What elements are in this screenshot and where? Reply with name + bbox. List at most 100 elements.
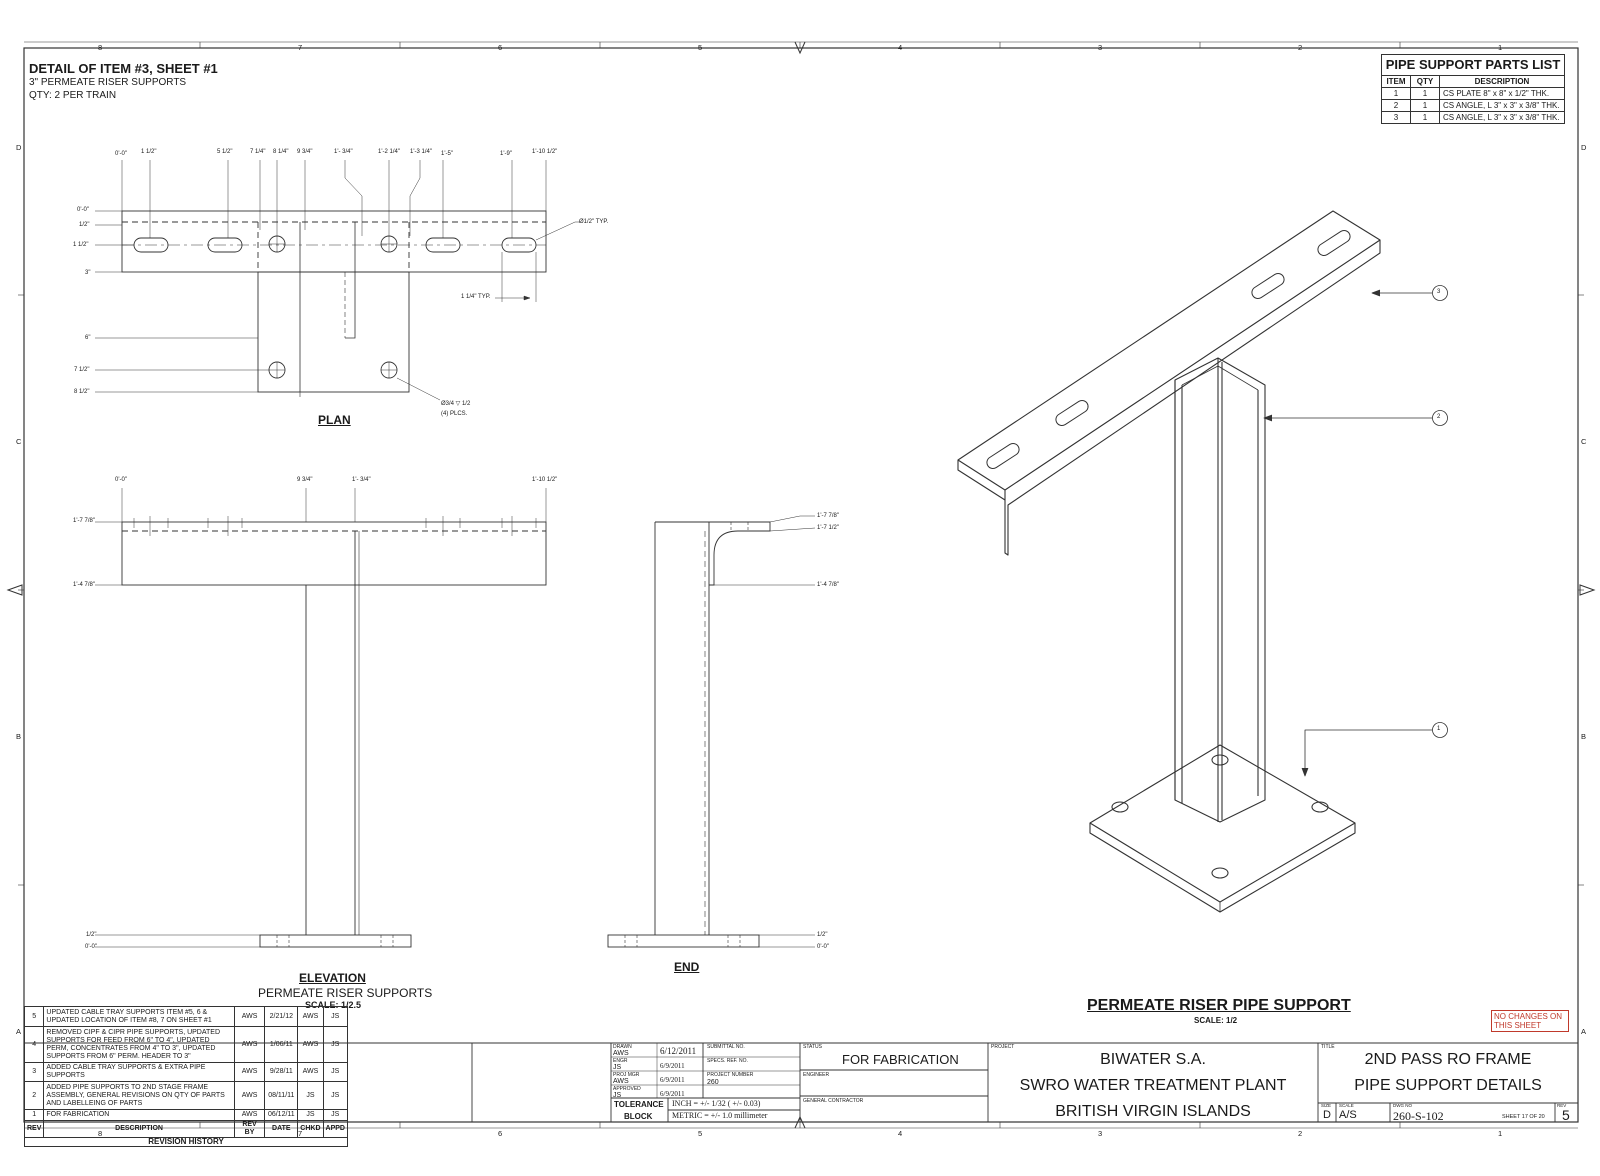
rev-date: 1/06/11: [264, 1026, 299, 1063]
plan-dim-top: 9 3/4": [297, 149, 313, 155]
detail-quantity: QTY: 2 PER TRAIN: [29, 90, 117, 101]
plan-dim-top: 1'-2 1/4": [378, 149, 400, 155]
table-row: 4 REMOVED CIPF & CIPR PIPE SUPPORTS, UPD…: [23, 1026, 349, 1063]
border-number: 1: [1498, 1129, 1503, 1138]
rev-header: REV BY: [233, 1120, 266, 1138]
table-row: 2 1 CS ANGLE, L 3" x 3" x 3/8" THK.: [1381, 99, 1565, 112]
parts-header-qty: QTY: [1410, 75, 1440, 88]
table-row: 3 1 CS ANGLE, L 3" x 3" x 3/8" THK.: [1381, 111, 1565, 124]
rev-approved: JS: [322, 1026, 349, 1063]
slot-length-note: 1 1/4" TYP.: [461, 294, 491, 300]
end-dim-right: 1'-7 1/2": [817, 525, 839, 531]
rev-approved: JS: [322, 1006, 349, 1027]
size-label: SIZE: [1321, 1103, 1332, 1108]
end-dim-right: 0'-0": [817, 944, 829, 950]
plan-dim-left: 3": [85, 270, 91, 276]
plan-dim-top: 1'-10 1/2": [532, 149, 558, 155]
parts-list-table: PIPE SUPPORT PARTS LIST ITEM QTY DESCRIP…: [1381, 54, 1565, 124]
revision-history-label: REVISION HISTORY: [24, 1137, 348, 1147]
size-value: D: [1323, 1109, 1331, 1121]
rev-header: APPD: [322, 1120, 349, 1138]
part-qty: 1: [1410, 87, 1440, 100]
elevation-scale: SCALE: 1/2.5: [305, 1000, 362, 1010]
border-letter: A: [1581, 1027, 1587, 1036]
elevation-subtitle: PERMEATE RISER SUPPORTS: [258, 986, 433, 1000]
plan-dim-top: 1'-5": [441, 151, 453, 157]
parts-header-item: ITEM: [1381, 75, 1411, 88]
elev-dim-top: 1'-10 1/2": [532, 477, 558, 483]
tolerance-metric: METRIC = +/- 1.0 millimeter: [672, 1111, 768, 1120]
part-description: CS ANGLE, L 3" x 3" x 3/8" THK.: [1439, 99, 1565, 112]
engr-by: JS: [613, 1064, 622, 1071]
revision-history-table: 5 UPDATED CABLE TRAY SUPPORTS ITEM #5, 6…: [23, 1006, 349, 1147]
rev-description: FOR FABRICATION: [43, 1109, 235, 1121]
rev-by: AWS: [233, 1026, 266, 1063]
approved-label: APPROVED: [613, 1086, 641, 1092]
plan-dim-top: 5 1/2": [217, 149, 233, 155]
border-number: 6: [498, 1129, 503, 1138]
part-qty: 1: [1410, 99, 1440, 112]
rev-checked: JS: [297, 1081, 324, 1110]
part-description: CS ANGLE, L 3" x 3" x 3/8" THK.: [1439, 111, 1565, 124]
project-label: PROJECT: [991, 1044, 1015, 1050]
plan-dim-top: 0'-0": [115, 151, 127, 157]
drawing-title-line2: PIPE SUPPORT DETAILS: [1354, 1077, 1542, 1094]
border-number: 4: [898, 1129, 903, 1138]
end-dim-right: 1'-7 7/8": [817, 513, 839, 519]
dwg-no-label: DWG NO: [1393, 1103, 1412, 1108]
rev-header: REV: [23, 1120, 45, 1138]
plan-dim-top: 7 1/4": [250, 149, 266, 155]
part-description: CS PLATE 8" x 8" x 1/2" THK.: [1439, 87, 1565, 100]
rev-by: AWS: [233, 1109, 266, 1121]
parts-header-description: DESCRIPTION: [1439, 75, 1565, 88]
projmgr-by: AWS: [613, 1078, 629, 1085]
submittal-label: SUBMITTAL NO.: [707, 1044, 745, 1050]
rev-date: 06/12/11: [264, 1109, 299, 1121]
table-row: 5 UPDATED CABLE TRAY SUPPORTS ITEM #5, 6…: [23, 1006, 349, 1027]
rev-checked: AWS: [297, 1006, 324, 1027]
engr-label: ENGR: [613, 1058, 628, 1064]
border-number: 2: [1298, 43, 1303, 52]
border-letter: B: [1581, 732, 1587, 741]
drawing-title-line1: 2ND PASS RO FRAME: [1364, 1051, 1532, 1068]
rev-description: UPDATED CABLE TRAY SUPPORTS ITEM #5, 6 &…: [43, 1006, 235, 1027]
border-number: 1: [1498, 43, 1503, 52]
border-number: 5: [698, 43, 703, 52]
iso-view-scale: SCALE: 1/2: [1194, 1016, 1238, 1025]
border-letter: C: [16, 437, 22, 446]
border-number: 8: [98, 43, 103, 52]
scale-value: A/S: [1339, 1109, 1357, 1121]
projmgr-label: PROJ MGR: [613, 1072, 640, 1078]
engineer-label: ENGINEER: [803, 1072, 830, 1078]
border-letter: A: [16, 1027, 22, 1036]
rev-checked: JS: [297, 1109, 324, 1121]
table-row: 2 ADDED PIPE SUPPORTS TO 2ND STAGE FRAME…: [23, 1081, 349, 1110]
elev-dim-top: 9 3/4": [297, 477, 313, 483]
rev-value: 5: [1562, 1107, 1570, 1123]
plan-dim-left: 7 1/2": [74, 367, 90, 373]
revision-header-row: REV DESCRIPTION REV BY DATE CHKD APPD: [23, 1120, 349, 1138]
elev-dim-top: 0'-0": [115, 477, 127, 483]
plan-dim-top: 1'-3 1/4": [410, 149, 432, 155]
approved-date: 6/9/2011: [660, 1090, 685, 1098]
end-dim-right: 1'-4 7/8": [817, 582, 839, 588]
drawn-label: DRAWN: [613, 1044, 632, 1050]
rev-by: AWS: [233, 1006, 266, 1027]
border-letter: D: [16, 143, 22, 152]
rev-number: 3: [23, 1062, 45, 1082]
part-qty: 1: [1410, 111, 1440, 124]
rev-date: 9/28/11: [264, 1062, 299, 1082]
plan-dim-left: 0'-0": [77, 207, 89, 213]
balloon-label: 1: [1437, 726, 1441, 732]
elev-dim-left: 0'-0": [85, 944, 97, 950]
tolerance-block-label: BLOCK: [624, 1112, 653, 1121]
border-number: 5: [698, 1129, 703, 1138]
tolerance-label: TOLERANCE: [614, 1100, 664, 1109]
sheet-number: SHEET 17 OF 20: [1502, 1114, 1545, 1120]
rev-approved: JS: [322, 1062, 349, 1082]
plan-dim-left: 8 1/2": [74, 389, 90, 395]
rev-header: DESCRIPTION: [43, 1120, 235, 1138]
elev-dim-left: 1'-7 7/8": [73, 518, 95, 524]
border-letter: D: [1581, 143, 1587, 152]
